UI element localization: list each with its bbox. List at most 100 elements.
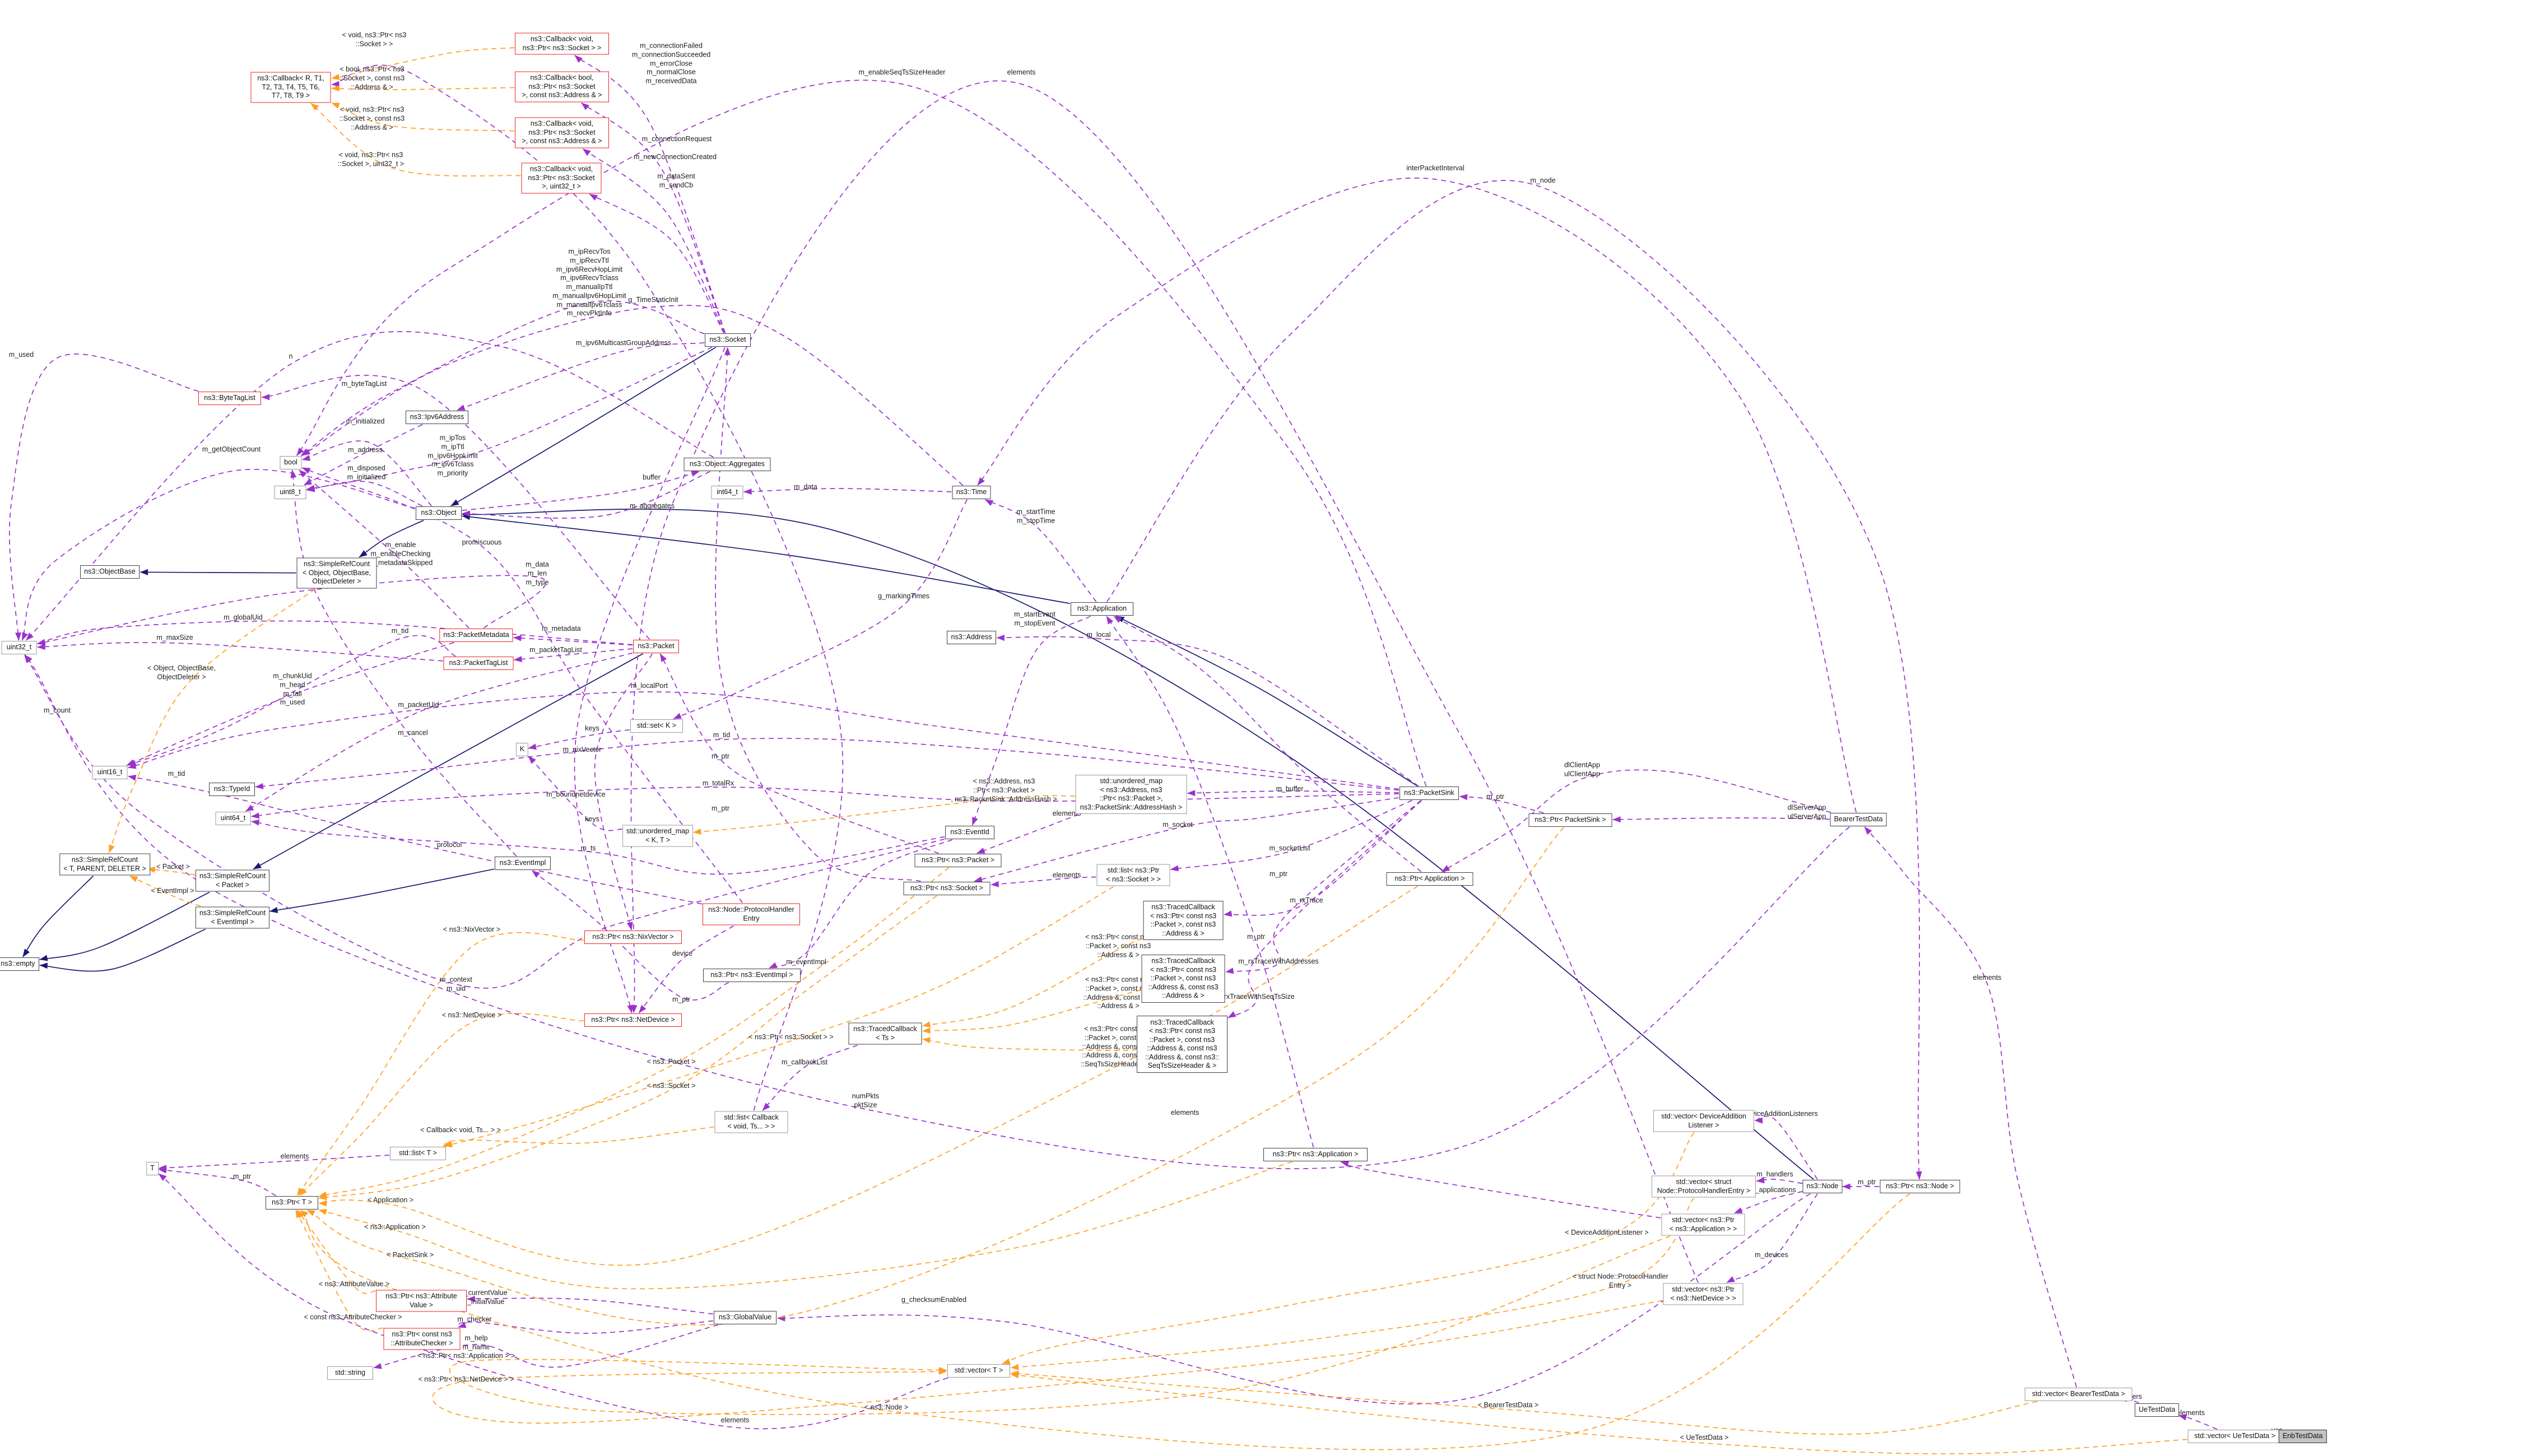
edge-pkttag-uint32 — [37, 642, 443, 662]
class-node-umap_kt[interactable]: std::unordered_map < K, T > — [622, 825, 693, 847]
class-node-t[interactable]: T — [146, 1162, 159, 1175]
class-node-bool[interactable]: bool — [280, 456, 302, 469]
edge-socket-bool — [300, 300, 705, 456]
edge-btd-ptr_appT — [1441, 769, 1831, 872]
class-node-cb2[interactable]: ns3::Callback< bool, ns3::Ptr< ns3::Sock… — [515, 71, 609, 103]
class-node-ptr_evt[interactable]: ns3::Ptr< ns3::EventImpl > — [703, 969, 801, 982]
class-node-ptr_attrval[interactable]: ns3::Ptr< ns3::Attribute Value > — [376, 1290, 467, 1312]
class-node-enb[interactable]: EnbTestData — [2279, 1430, 2327, 1443]
edge-label-101: elements — [720, 1416, 750, 1425]
class-node-src_tpd[interactable]: ns3::SimpleRefCount < T, PARENT, DELETER… — [59, 853, 150, 876]
class-node-vec_uetd[interactable]: std::vector< UeTestData > — [2188, 1430, 2282, 1443]
class-node-int64[interactable]: int64_t — [711, 486, 743, 499]
class-node-app[interactable]: ns3::Application — [1071, 602, 1133, 616]
class-node-vec_app[interactable]: std::vector< ns3::Ptr < ns3::Application… — [1661, 1213, 1745, 1236]
class-node-node[interactable]: ns3::Node — [1802, 1180, 1843, 1193]
class-node-sink[interactable]: ns3::PacketSink — [1399, 787, 1459, 800]
edge-socket-ipv6 — [457, 342, 705, 411]
class-node-ptr_t[interactable]: ns3::Ptr< T > — [266, 1196, 318, 1210]
edge-label-22: m_aggregates — [630, 502, 675, 510]
class-node-ptr_sock[interactable]: ns3::Ptr< ns3::Socket > — [903, 882, 991, 895]
class-node-tc_ts[interactable]: ns3::TracedCallback < Ts > — [848, 1022, 922, 1045]
class-node-time[interactable]: ns3::Time — [952, 486, 991, 499]
edge-umap_addr-umap_kt — [692, 795, 1075, 835]
edge-label-99: < ns3::Ptr< ns3::NetDevice > > — [418, 1375, 514, 1384]
class-node-vec_btd[interactable]: std::vector< BearerTestData > — [2025, 1388, 2132, 1401]
class-node-cb4[interactable]: ns3::Callback< void, ns3::Ptr< ns3::Sock… — [521, 162, 602, 194]
edge-socket-uint8 — [306, 347, 713, 491]
class-node-tc3[interactable]: ns3::TracedCallback < ns3::Ptr< const ns… — [1137, 1016, 1228, 1073]
edge-label-12: m_ipv6MulticastGroupAddress — [575, 339, 672, 347]
class-node-src_obj[interactable]: ns3::SimpleRefCount < Object, ObjectBase… — [296, 557, 377, 589]
class-node-k[interactable]: K — [515, 743, 529, 756]
class-node-socket[interactable]: ns3::Socket — [705, 333, 751, 347]
class-node-gval[interactable]: ns3::GlobalValue — [714, 1311, 777, 1324]
class-node-vec_dal[interactable]: std::vector< DeviceAddition Listener > — [1653, 1110, 1754, 1132]
edge-vec_uetd-vec_t — [1010, 1372, 2188, 1454]
class-node-ptr_pkt[interactable]: ns3::Ptr< ns3::Packet > — [914, 854, 1002, 867]
class-node-btd[interactable]: BearerTestData — [1830, 813, 1887, 826]
class-node-uint8[interactable]: uint8_t — [274, 486, 306, 499]
class-node-pktmeta[interactable]: ns3::PacketMetadata — [439, 629, 513, 642]
class-node-ptr_attrchk[interactable]: ns3::Ptr< const ns3 ::AttributeChecker > — [383, 1328, 461, 1350]
class-node-list_t[interactable]: std::list< T > — [390, 1147, 446, 1160]
class-node-ptr_dev[interactable]: ns3::Ptr< ns3::NetDevice > — [584, 1013, 682, 1027]
edge-label-29: m_startEvent m_stopEvent — [1014, 610, 1056, 627]
class-node-cb1[interactable]: ns3::Callback< void, ns3::Ptr< ns3::Sock… — [515, 32, 609, 55]
class-node-typeid[interactable]: ns3::TypeId — [209, 783, 255, 796]
class-node-list_cb[interactable]: std::list< Callback < void, Ts... > > — [714, 1111, 788, 1133]
class-node-tc1[interactable]: ns3::TracedCallback < ns3::Ptr< const ns… — [1143, 901, 1224, 940]
class-node-addr[interactable]: ns3::Address — [947, 631, 996, 644]
edge-label-50: m_totalRx — [702, 779, 734, 788]
class-node-list_sock[interactable]: std::list< ns3::Ptr < ns3::Socket > > — [1096, 864, 1170, 886]
edge-label-81: < Packet > — [156, 863, 190, 871]
edge-object-bool — [301, 440, 433, 506]
class-node-empty[interactable]: ns3::empty — [0, 957, 39, 971]
class-node-vec_phe[interactable]: std::vector< struct Node::ProtocolHandle… — [1652, 1175, 1756, 1198]
class-node-ptr_nix[interactable]: ns3::Ptr< ns3::NixVector > — [584, 931, 682, 944]
edge-time-setk — [673, 499, 968, 719]
class-node-phe[interactable]: ns3::Node::ProtocolHandler Entry — [703, 903, 800, 925]
class-node-aggregates[interactable]: ns3::Object::Aggregates — [684, 458, 771, 471]
class-node-eventid[interactable]: ns3::EventId — [945, 826, 994, 839]
edge-src_obj-objbase — [140, 569, 296, 575]
edge-setk-k — [528, 729, 630, 750]
edge-vec_btd-vec_t — [1010, 1370, 2038, 1435]
class-node-uint64[interactable]: uint64_t — [215, 812, 251, 825]
class-node-uint16[interactable]: uint16_t — [92, 766, 128, 779]
class-node-object[interactable]: ns3::Object — [416, 506, 462, 520]
edge-label-85: m_context m_uid — [440, 975, 472, 992]
class-node-cb_r9[interactable]: ns3::Callback< R, T1, T2, T3, T4, T5, T6… — [250, 72, 331, 103]
class-node-ptr_appT[interactable]: ns3::Ptr< Application > — [1386, 872, 1473, 886]
edge-label-20: m_ipTos m_ipTtl m_ipv6HopLimit m_ipv6Tcl… — [427, 434, 478, 477]
class-node-umap_addr[interactable]: std::unordered_map < ns3::Address, ns3 :… — [1075, 775, 1187, 814]
class-node-uetd[interactable]: UeTestData — [2135, 1403, 2179, 1417]
class-node-ptr_node[interactable]: ns3::Ptr< ns3::Node > — [1880, 1180, 1960, 1193]
class-node-packet[interactable]: ns3::Packet — [633, 640, 679, 653]
class-node-uint32[interactable]: uint32_t — [1, 641, 37, 654]
edge-label-75: < ns3::Socket > — [647, 1082, 696, 1090]
edge-label-21: buffer — [643, 473, 661, 482]
class-node-ipv6[interactable]: ns3::Ipv6Address — [406, 411, 468, 424]
class-node-ptr_sinkT[interactable]: ns3::Ptr< PacketSink > — [1528, 813, 1612, 827]
class-node-eventimpl[interactable]: ns3::EventImpl — [495, 857, 551, 870]
class-node-cb3[interactable]: ns3::Callback< void, ns3::Ptr< ns3::Sock… — [515, 117, 609, 148]
class-node-setk[interactable]: std::set< K > — [630, 719, 683, 733]
edge-object-src_obj — [359, 520, 424, 558]
edge-label-19: m_disposed m_initialized — [347, 464, 386, 481]
class-node-vec_t[interactable]: std::vector< T > — [947, 1364, 1010, 1378]
edge-list_t-t — [158, 1155, 390, 1171]
edge-gval-ptr_attrchk — [458, 1320, 713, 1334]
class-node-pkttag[interactable]: ns3::PacketTagList — [443, 657, 514, 670]
edge-list_sock-ptr_sock — [991, 876, 1096, 887]
class-node-src_pkt[interactable]: ns3::SimpleRefCount < Packet > — [195, 869, 270, 892]
class-node-tc2[interactable]: ns3::TracedCallback < ns3::Ptr< const ns… — [1141, 955, 1225, 1003]
class-node-str[interactable]: std::string — [327, 1366, 373, 1380]
edge-label-35: < Object, ObjectBase, ObjectDeleter > — [147, 664, 216, 681]
class-node-objbase[interactable]: ns3::ObjectBase — [80, 565, 140, 579]
class-node-bytetaglist[interactable]: ns3::ByteTagList — [198, 392, 261, 405]
edge-socket-ptr_dev — [574, 347, 726, 1013]
class-node-vec_dev[interactable]: std::vector< ns3::Ptr < ns3::NetDevice >… — [1663, 1283, 1743, 1305]
class-node-ptr_appN[interactable]: ns3::Ptr< ns3::Application > — [1263, 1148, 1368, 1161]
class-node-src_evt[interactable]: ns3::SimpleRefCount < EventImpl > — [195, 906, 270, 929]
